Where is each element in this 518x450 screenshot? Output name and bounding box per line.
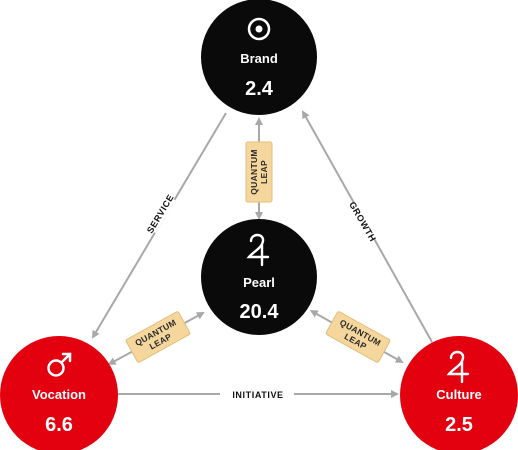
node-vocation-label: Vocation [32,387,86,402]
edge-service: SERVICE [91,112,227,339]
node-culture: Culture 2.5 [400,336,518,450]
jupiter-symbol-icon [246,233,270,267]
quantum-leap-badge [245,141,273,203]
mars-symbol-icon [47,352,72,377]
node-vocation: Vocation 6.6 [0,336,118,450]
quantum-leap-brand-pearl: QUANTUM LEAP [245,117,273,220]
node-culture-value: 2.5 [445,414,473,436]
edge-label-growth: GROWTH [347,200,378,244]
node-brand: Brand 2.4 [201,0,317,115]
edge-initiative: INITIATIVE [118,387,399,401]
quantum-leap-badge [325,311,391,363]
edge-label-service: SERVICE [145,193,176,235]
quantum-leap-label-line1: QUANTUM [249,149,259,195]
edge-growth: GROWTH [302,110,433,343]
node-pearl: Pearl 20.4 [201,219,317,335]
node-vocation-value: 6.6 [45,414,73,436]
node-pearl-label: Pearl [243,275,275,290]
quantum-leap-badge [125,311,191,363]
node-brand-value: 2.4 [245,78,274,100]
node-pearl-value: 20.4 [240,301,280,323]
quantum-leap-pearl-culture: QUANTUM LEAP [309,310,404,363]
edge-label-initiative: INITIATIVE [232,390,283,400]
node-brand-label: Brand [240,51,278,66]
quantum-leap-vocation-pearl: QUANTUM LEAP [107,311,205,365]
jupiter-symbol-icon [446,350,470,384]
node-culture-label: Culture [436,387,482,402]
quantum-leap-label-line2: LEAP [259,160,269,184]
sun-symbol-icon [247,17,271,41]
